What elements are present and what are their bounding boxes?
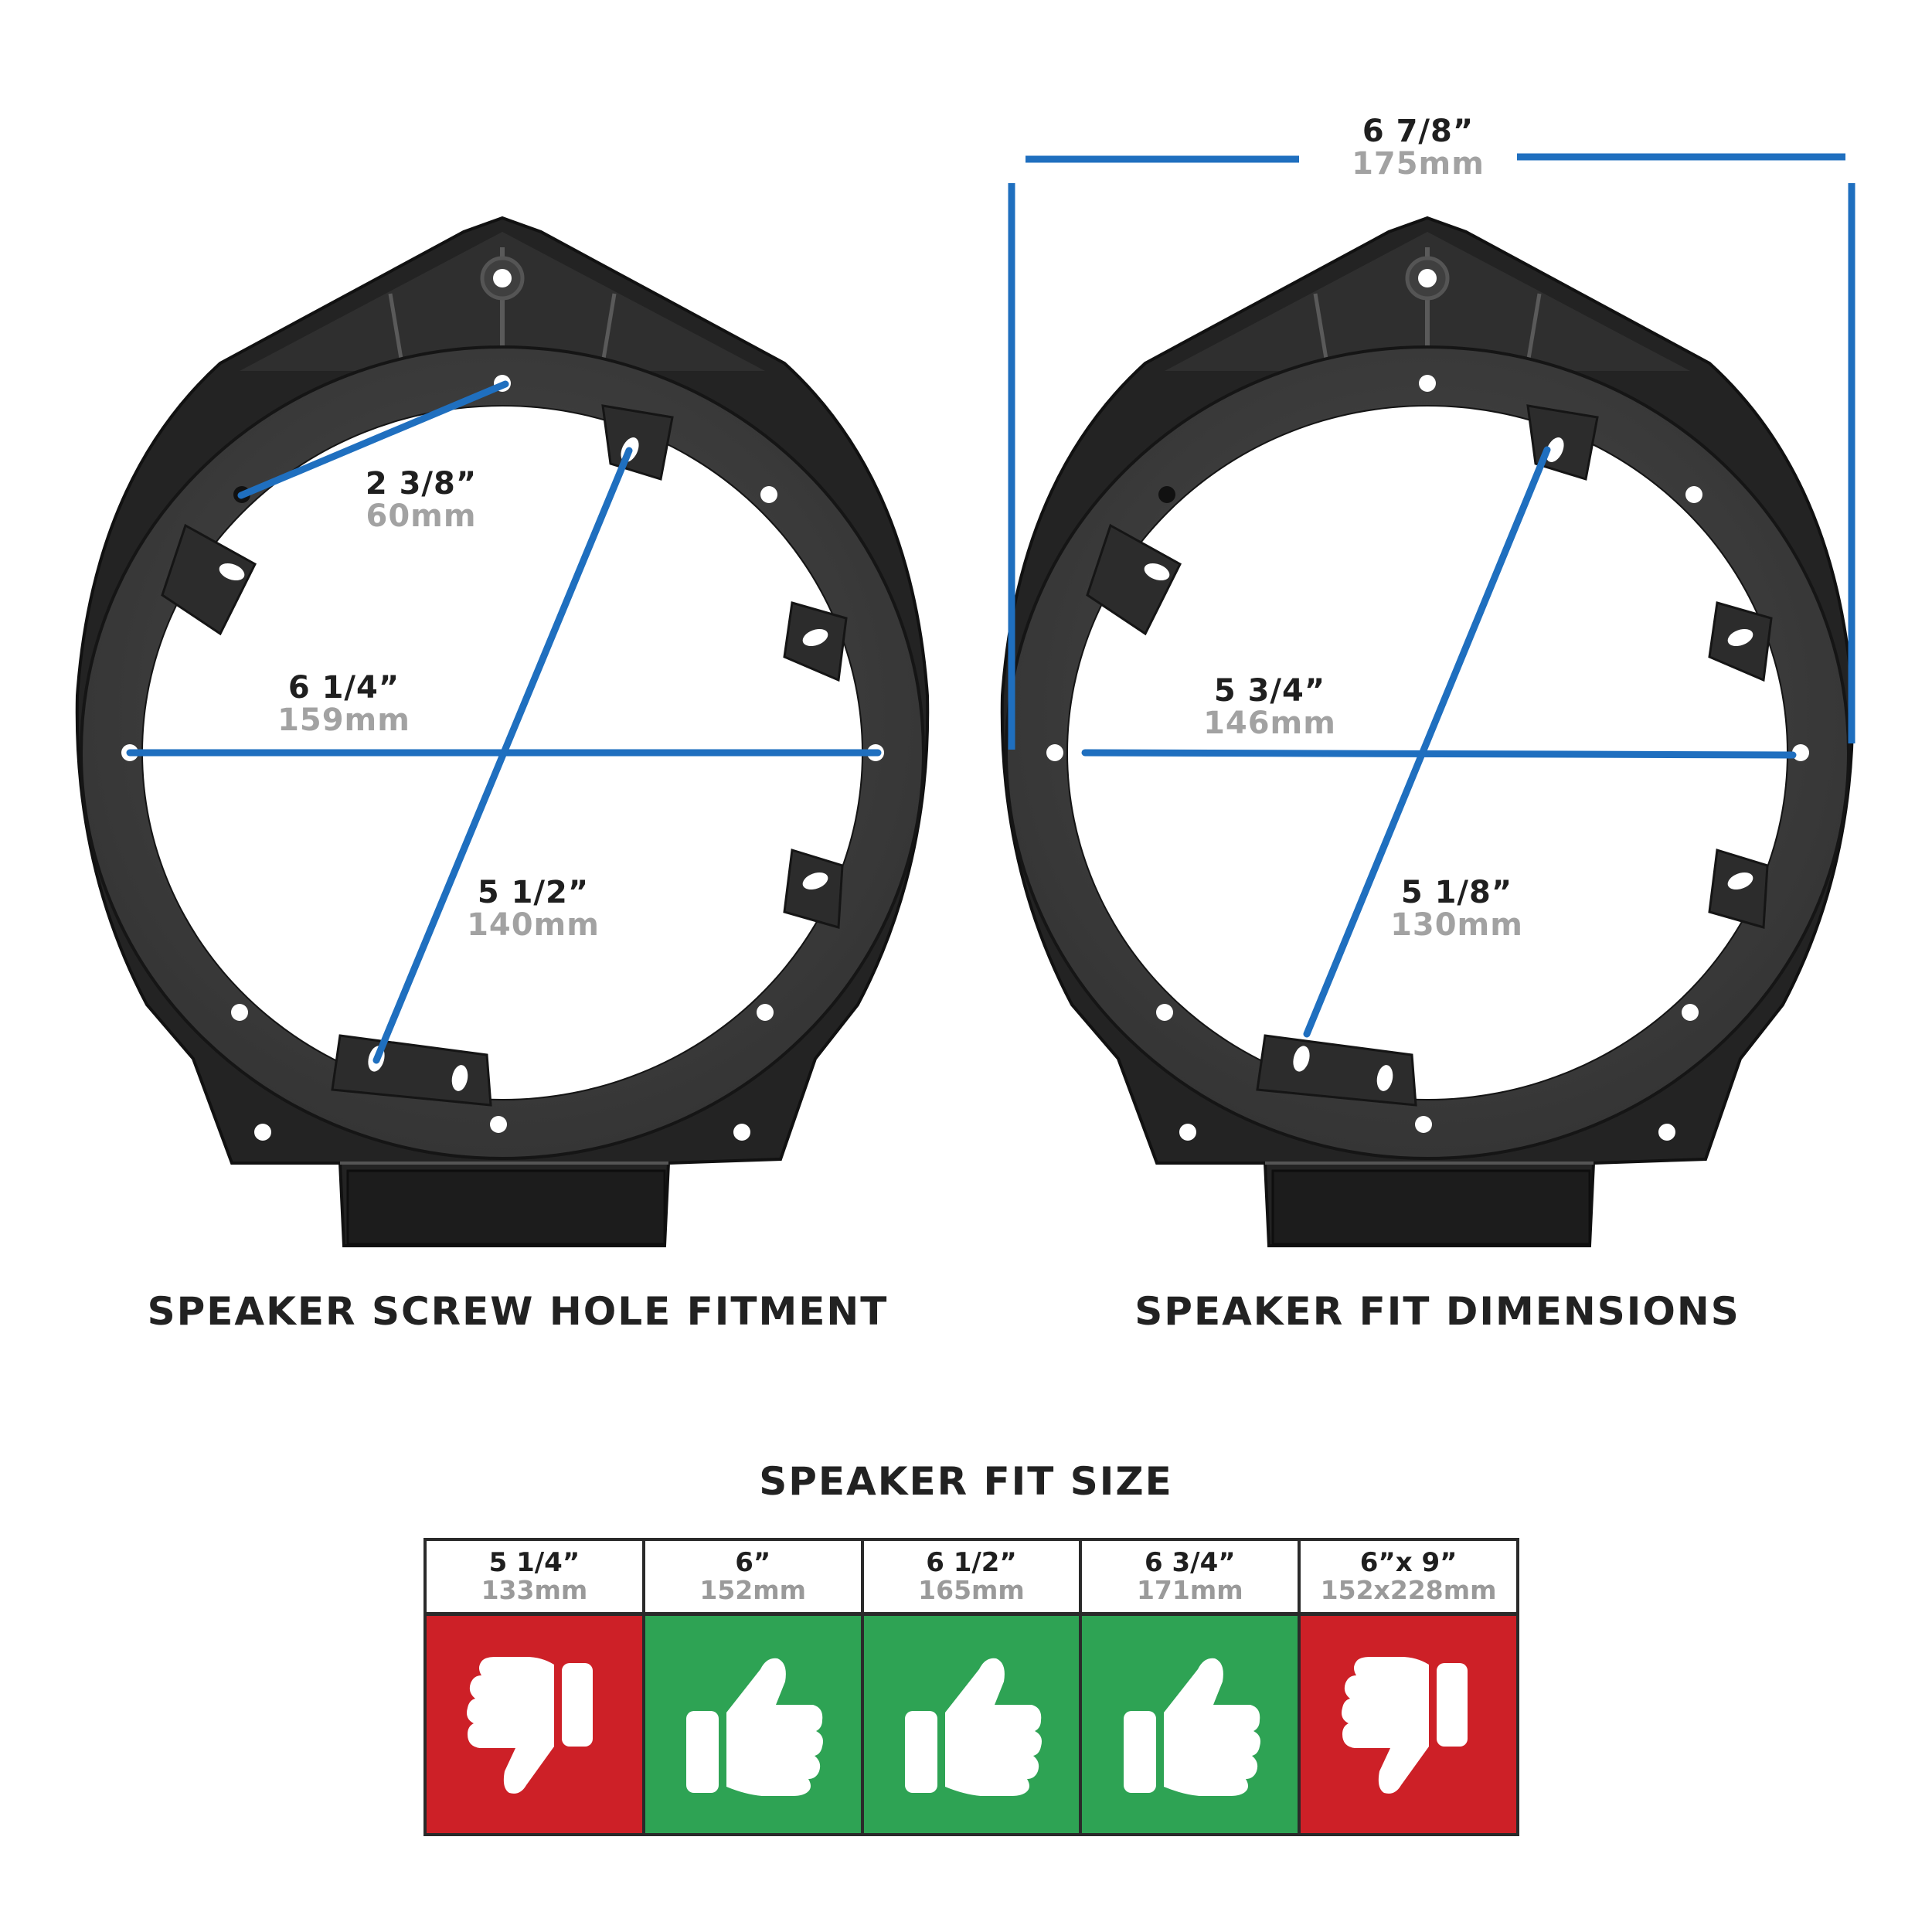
size-metric: 152mm	[699, 1574, 807, 1605]
inner-hole-diameter-metric: 140mm	[467, 907, 600, 943]
thumbs-up-icon	[904, 1658, 1042, 1796]
opening-width-label: 5 3/4” 146mm	[1181, 675, 1359, 739]
right-panel-caption: SPEAKER FIT DIMENSIONS	[1134, 1289, 1740, 1334]
thumbs-down-icon	[1341, 1656, 1468, 1794]
opening-diagonal-metric: 130mm	[1390, 907, 1523, 943]
fit-column-header: 6 1/2” 165mm	[863, 1541, 1080, 1616]
fit-column-6-3-4: 6 3/4” 171mm	[1082, 1541, 1301, 1833]
fit-column-header: 6”x 9” 152x228mm	[1301, 1541, 1516, 1616]
thumbs-down-icon	[467, 1656, 594, 1794]
overall-width-label: 6 7/8” 175mm	[1329, 116, 1507, 179]
outer-hole-diameter-label: 6 1/4” 159mm	[255, 672, 433, 736]
hole-spacing-line	[237, 380, 509, 499]
fit-column-5-1-4: 5 1/4” 133mm	[427, 1541, 645, 1833]
thumbs-up-icon	[1123, 1658, 1260, 1796]
size-metric: 165mm	[918, 1574, 1025, 1605]
inner-hole-diameter-imperial: 5 1/2”	[477, 875, 590, 910]
left-dimension-lines	[126, 380, 882, 1064]
opening-width-metric: 146mm	[1203, 706, 1336, 741]
outer-hole-diameter-metric: 159mm	[277, 702, 410, 738]
opening-diagonal-label: 5 1/8” 130mm	[1368, 877, 1546, 940]
fit-status-yes	[1082, 1616, 1298, 1833]
inner-hole-diameter-line	[372, 447, 633, 1064]
opening-width-imperial: 5 3/4”	[1213, 673, 1326, 709]
speaker-fit-table: 5 1/4” 133mm 6” 152mm 6 1/2” 165mm 6 3/4…	[423, 1538, 1519, 1836]
size-metric: 133mm	[481, 1574, 588, 1605]
left-speaker-bracket	[77, 218, 928, 1246]
right-dimension-lines	[1008, 153, 1855, 1038]
overall-width-metric: 175mm	[1352, 146, 1485, 182]
thumbs-up-icon	[686, 1658, 824, 1796]
fit-table-title: SPEAKER FIT SIZE	[759, 1459, 1173, 1504]
fit-column-6: 6” 152mm	[645, 1541, 864, 1833]
hole-spacing-label: 2 3/8” 60mm	[332, 468, 510, 532]
size-imperial: 5 1/4”	[488, 1546, 580, 1578]
fit-column-6x9: 6”x 9” 152x228mm	[1301, 1541, 1516, 1833]
fit-status-yes	[645, 1616, 861, 1833]
opening-diagonal-line	[1303, 446, 1551, 1038]
fit-column-6-1-2: 6 1/2” 165mm	[863, 1541, 1083, 1833]
hole-spacing-imperial: 2 3/8”	[365, 466, 478, 502]
size-imperial: 6 1/2”	[926, 1546, 1017, 1578]
size-imperial: 6 3/4”	[1145, 1546, 1236, 1578]
size-metric: 152x228mm	[1320, 1574, 1497, 1605]
inner-hole-diameter-label: 5 1/2” 140mm	[444, 877, 622, 940]
outer-hole-diameter-imperial: 6 1/4”	[287, 670, 400, 706]
size-imperial: 6”	[735, 1546, 771, 1578]
hole-spacing-metric: 60mm	[366, 498, 477, 534]
fit-status-no	[1301, 1616, 1516, 1833]
left-panel-caption: SPEAKER SCREW HOLE FITMENT	[147, 1289, 889, 1334]
fit-column-header: 6 3/4” 171mm	[1082, 1541, 1298, 1616]
size-metric: 171mm	[1136, 1574, 1243, 1605]
fit-column-header: 6” 152mm	[645, 1541, 861, 1616]
size-imperial: 6”x 9”	[1359, 1546, 1458, 1578]
opening-width-line	[1081, 749, 1797, 759]
fit-status-yes	[863, 1616, 1080, 1833]
fit-column-header: 5 1/4” 133mm	[427, 1541, 642, 1616]
fit-status-no	[427, 1616, 642, 1833]
overall-width-imperial: 6 7/8”	[1362, 114, 1475, 149]
opening-diagonal-imperial: 5 1/8”	[1400, 875, 1513, 910]
